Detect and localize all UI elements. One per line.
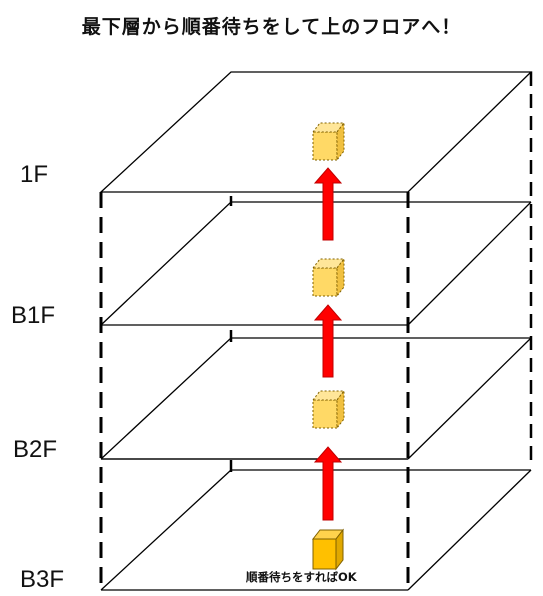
front-edges	[99, 192, 410, 590]
up-arrow-icon	[313, 167, 343, 241]
floor-label-b2f: B2F	[13, 436, 58, 463]
cube-icon	[311, 389, 346, 430]
waiting-caption: 順番待ちをすればOK	[246, 570, 357, 584]
up-arrow-icon	[313, 304, 343, 378]
floor-label-1f: 1F	[20, 161, 49, 188]
floor-plane-b3f	[100, 458, 532, 591]
cube-icon	[311, 528, 345, 571]
cube-icon	[311, 257, 346, 298]
floor-label-b3f: B3F	[20, 566, 65, 593]
diagram-title: 最下層から順番待ちをして上のフロアへ！	[81, 16, 462, 38]
floor-label-b1f: B1F	[11, 302, 56, 329]
up-arrow-icon	[313, 446, 343, 521]
cube-icon	[311, 121, 346, 162]
